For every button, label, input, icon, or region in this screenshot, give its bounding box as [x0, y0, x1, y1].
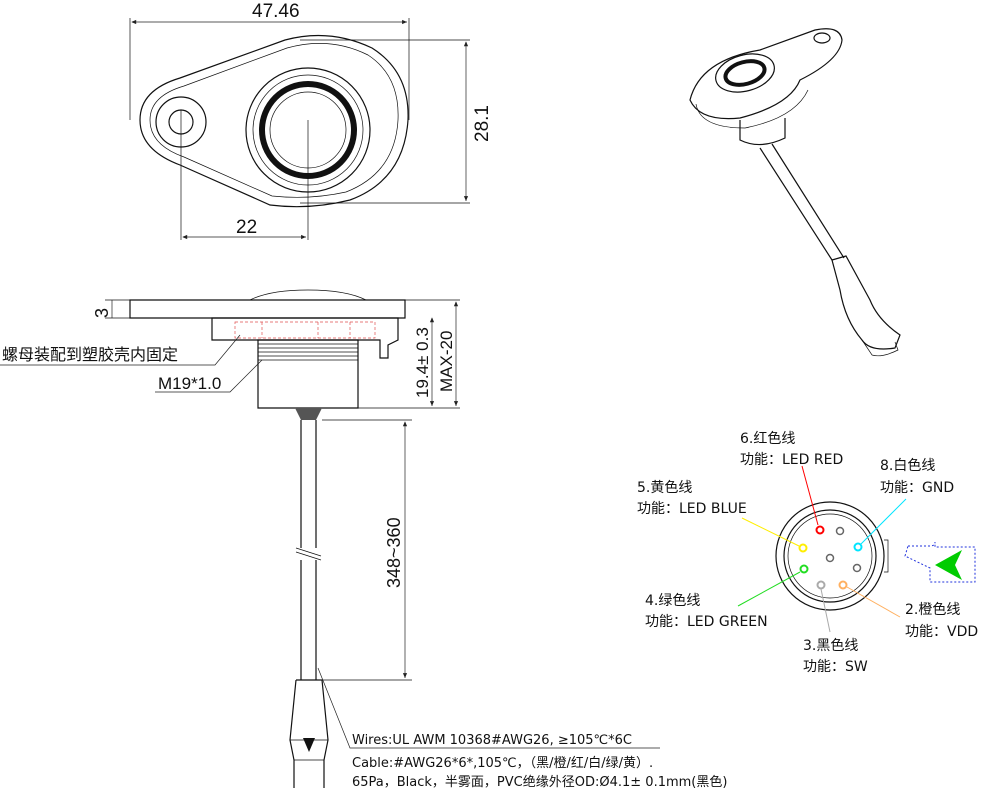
- pin-4-function: 功能：LED GREEN: [645, 614, 768, 630]
- hole-offset-dimension: 22: [236, 217, 257, 238]
- cable-spec-line-3: 65Pa，Black，半雾面，PVC绝缘外径OD:Ø4.1± 0.1mm(黑色): [352, 774, 727, 788]
- cable-length-dimension: 348~360: [384, 517, 404, 588]
- side-view: [105, 289, 460, 788]
- pin-black: [816, 580, 831, 633]
- max-height-dimension: MAX-20: [437, 331, 456, 392]
- flange-thickness-dimension: 3: [92, 308, 112, 318]
- cable-spec-line-1: Wires:UL AWM 10368#AWG26, ≥105℃*6C: [352, 733, 632, 748]
- pin-6-name: 6.红色线: [740, 430, 795, 447]
- pin-2-function: 功能：VDD: [905, 624, 978, 640]
- height-dimension: 28.1: [472, 105, 493, 142]
- nut-note: 螺母装配到塑胶壳内固定: [2, 345, 178, 364]
- connector-face: [775, 501, 889, 611]
- pin-6-function: 功能：LED RED: [740, 452, 843, 468]
- cable-spec-line-2: Cable:#AWG26*6*,105℃，（黑/橙/红/白/绿/黄）.: [352, 755, 653, 771]
- pin-4-name: 4.绿色线: [645, 592, 700, 609]
- pin-3-function: 功能：SW: [803, 659, 868, 675]
- cable-spec-leader: [317, 667, 660, 749]
- isometric-view: [689, 28, 901, 357]
- thread-leader: [155, 359, 263, 393]
- key-arrow-icon: [303, 738, 315, 752]
- key-callout-box: [904, 541, 976, 583]
- pin-3-name: 3.黑色线: [803, 637, 858, 654]
- pin-red: [801, 465, 825, 535]
- pin-orange: [838, 580, 901, 618]
- thread-label: M19*1.0: [158, 374, 221, 393]
- top-view: [129, 18, 470, 240]
- key-direction-arrow-icon: [935, 550, 962, 580]
- nut-leader: [0, 334, 241, 366]
- pin-white: [853, 498, 907, 552]
- width-dimension: 47.46: [252, 1, 300, 22]
- pin-2-name: 2.橙色线: [905, 601, 960, 618]
- pin-8-name: 8.白色线: [880, 457, 935, 474]
- body-height-dimension: 19.4± 0.3: [413, 327, 432, 398]
- pin-yellow: [741, 517, 808, 553]
- pin-5-name: 5.黄色线: [637, 479, 692, 496]
- pin-5-function: 功能：LED BLUE: [637, 501, 747, 517]
- pin-green: [737, 564, 809, 607]
- pin-8-function: 功能：GND: [880, 480, 954, 496]
